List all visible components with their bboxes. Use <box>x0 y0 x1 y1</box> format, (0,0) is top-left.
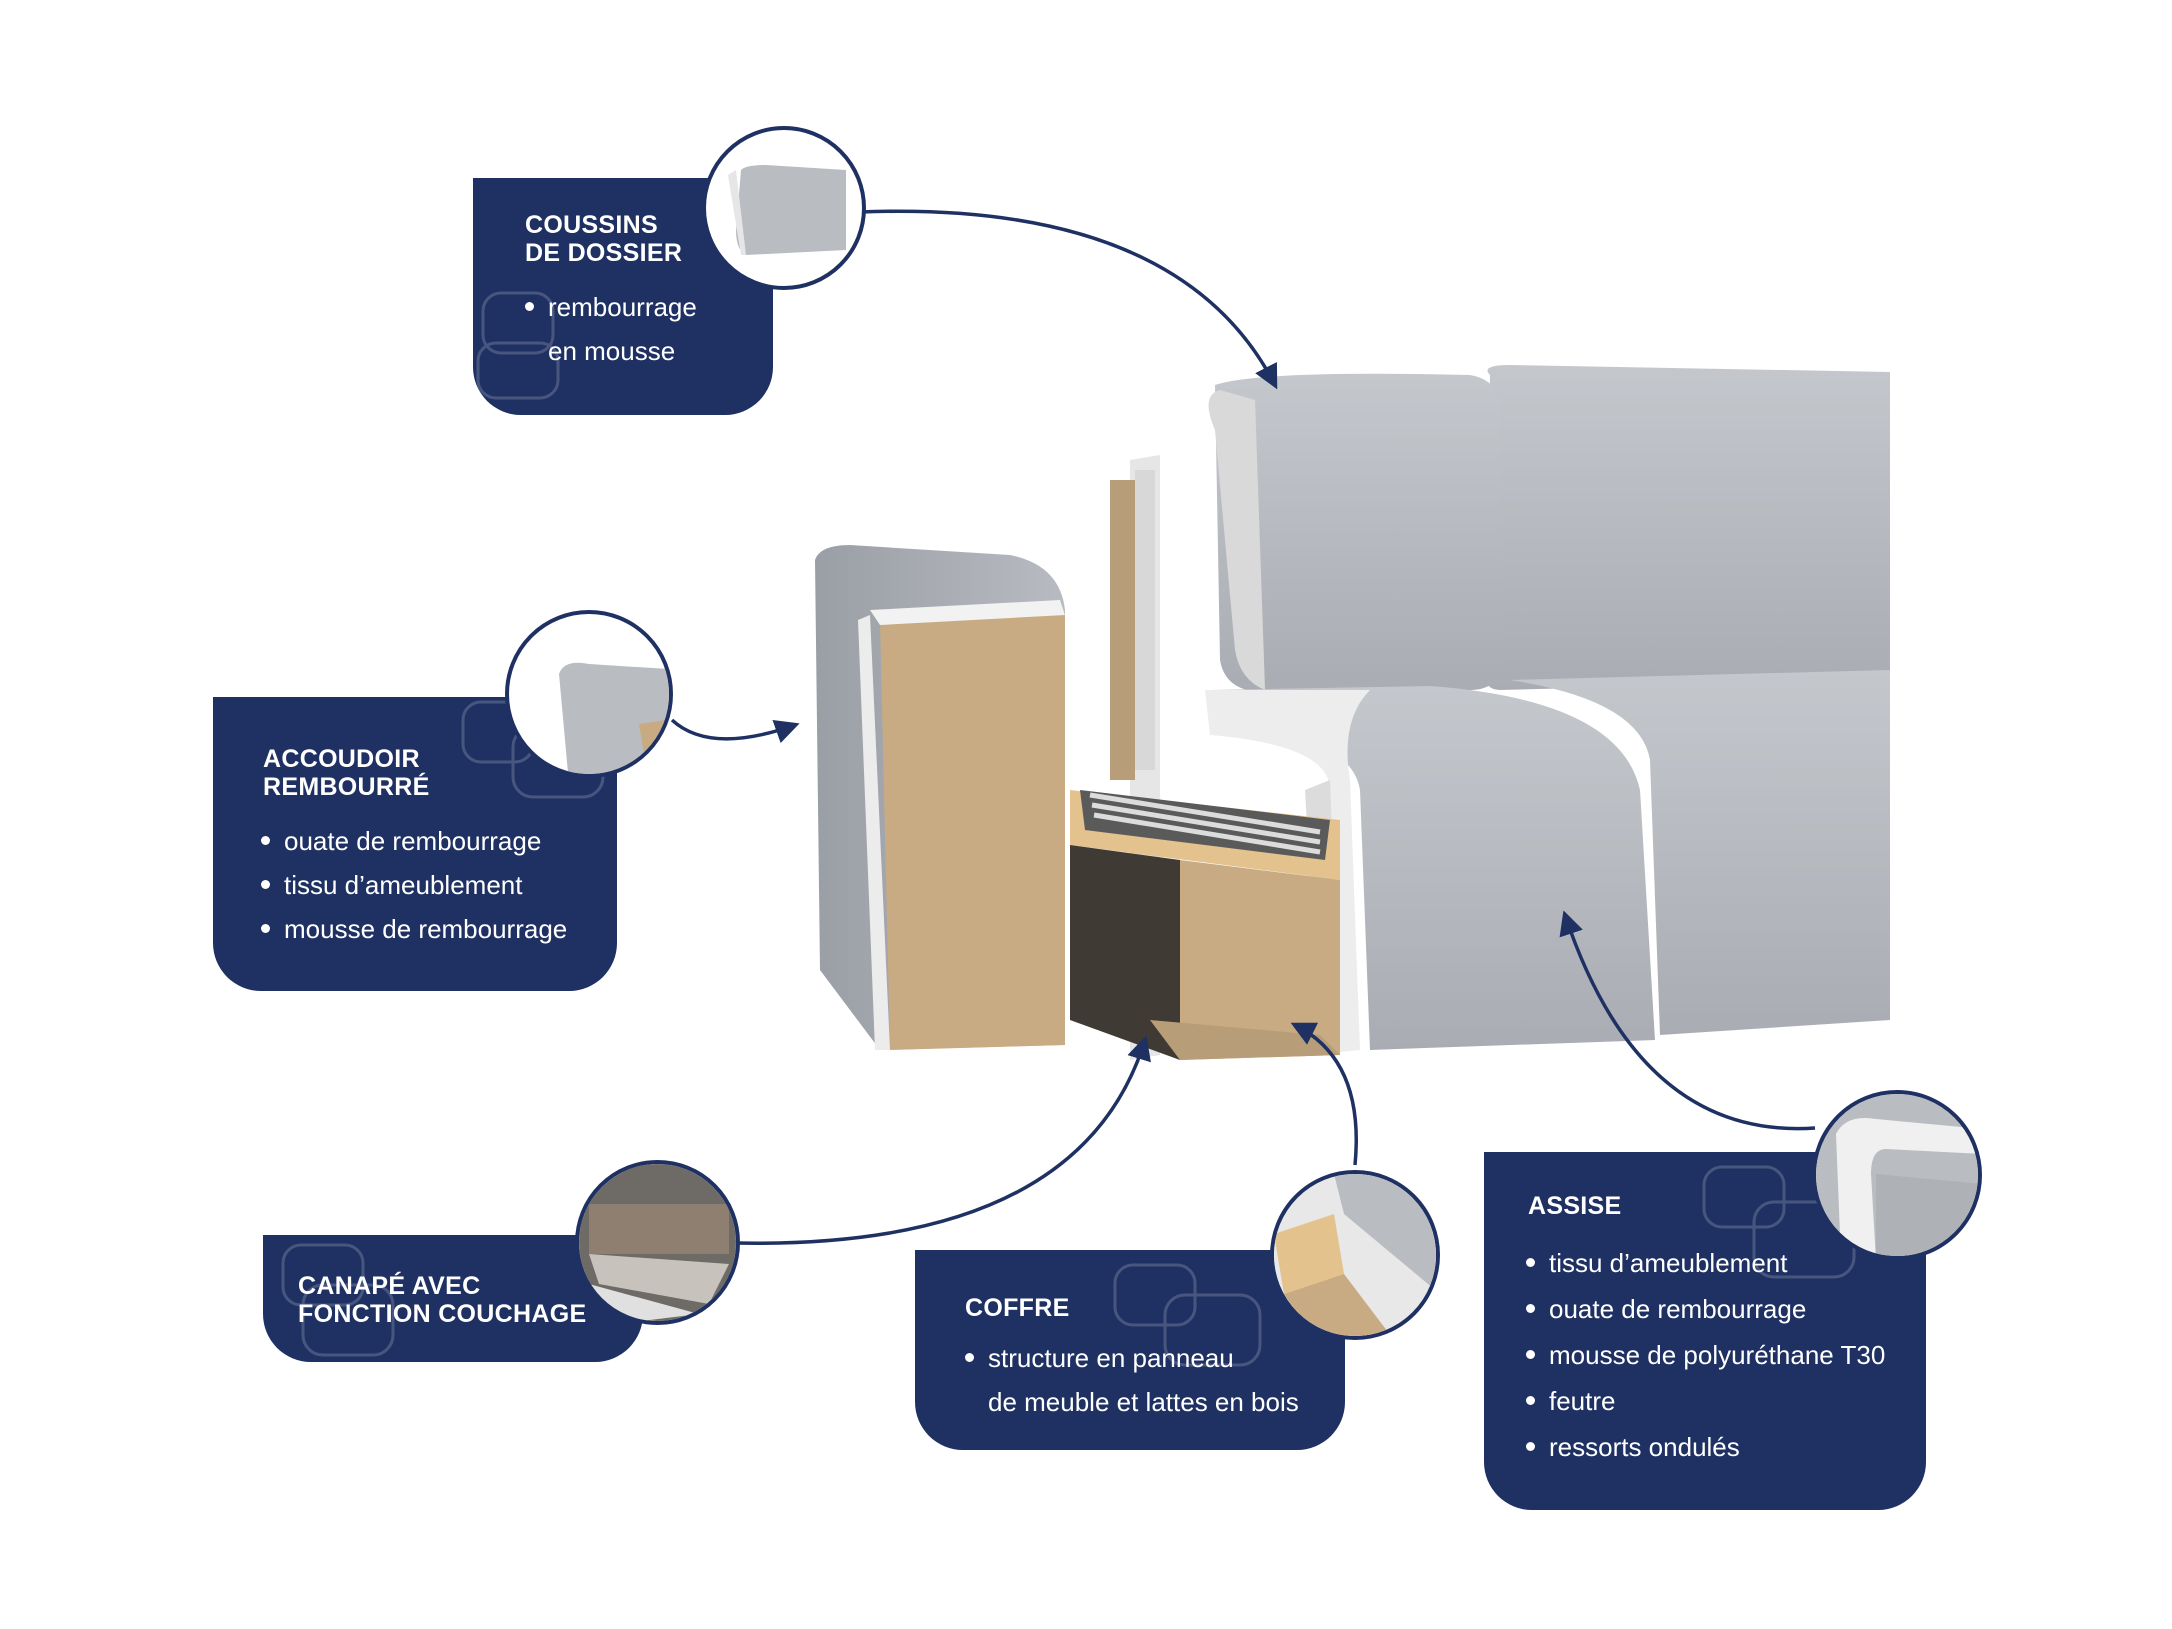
list-item: ressorts ondulés <box>1526 1424 1885 1470</box>
list-item: rembourrage <box>525 285 697 329</box>
card-title: CANAPÉ AVEC FONCTION COUCHAGE <box>298 1272 587 1328</box>
armrest-block <box>815 545 1065 1050</box>
storage-box-detail-icon <box>1270 1170 1440 1340</box>
list-item: ouate de rembourrage <box>1526 1286 1885 1332</box>
card-title: COFFRE <box>965 1294 1070 1322</box>
sleep-function-detail-icon <box>575 1160 740 1325</box>
storage-box <box>1070 790 1340 1060</box>
seat-detail-icon <box>1812 1090 1982 1260</box>
card-title: ACCOUDOIR REMBOURRÉ <box>263 745 430 801</box>
card-list: ouate de rembourrage tissu d’ameublement… <box>261 819 567 951</box>
list-item: mousse de polyuréthane T30 <box>1526 1332 1885 1378</box>
watermark-sofa-icon <box>1113 1263 1262 1367</box>
card-title: COUSSINS DE DOSSIER <box>525 211 683 267</box>
card-storage-box: COFFRE structure en panneau de meuble et… <box>915 1250 1345 1450</box>
card-title: ASSISE <box>1528 1192 1622 1220</box>
list-item: mousse de rembourrage <box>261 907 567 951</box>
list-item: en mousse <box>548 336 676 366</box>
list-item: de meuble et lattes en bois <box>988 1387 1299 1417</box>
watermark-sofa-icon <box>281 1243 395 1357</box>
card-list: tissu d’ameublement ouate de rembourrage… <box>1526 1240 1885 1470</box>
list-item: tissu d’ameublement <box>1526 1240 1885 1286</box>
list-item: feutre <box>1526 1378 1885 1424</box>
sofa-body <box>1110 365 1890 1060</box>
list-item: tissu d’ameublement <box>261 863 567 907</box>
card-list: structure en panneau de meuble et lattes… <box>965 1336 1299 1424</box>
armrest-detail-icon <box>505 610 673 778</box>
list-item: ouate de rembourrage <box>261 819 567 863</box>
list-item: structure en panneau <box>965 1336 1299 1380</box>
watermark-sofa-icon <box>476 291 560 400</box>
backrest-cushion-detail-icon <box>702 126 866 290</box>
connector-lines <box>670 209 1816 1245</box>
card-list: rembourrage en mousse <box>525 285 697 373</box>
